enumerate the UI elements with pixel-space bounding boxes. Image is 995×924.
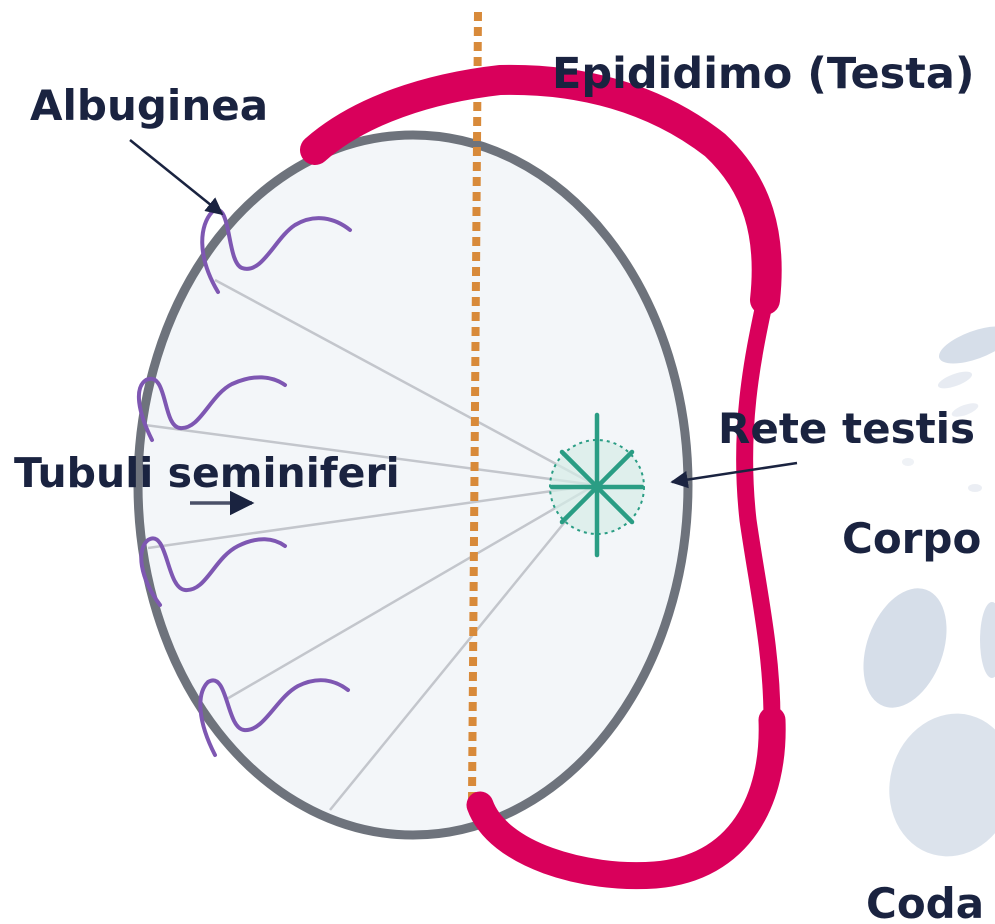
blob-corpo-upper (935, 319, 995, 371)
epididymis-body (745, 300, 772, 720)
background-blobs (848, 319, 995, 871)
blob-small-3 (968, 484, 982, 492)
blob-small-4 (902, 458, 914, 466)
albuginea-arrow (130, 140, 222, 214)
coda-label: Coda (866, 879, 984, 924)
corpo-label: Corpo (842, 514, 981, 563)
tubuli-seminiferi-label: Tubuli seminiferi (14, 449, 400, 497)
blob-corpo-edge (980, 602, 995, 678)
blob-small-1 (936, 368, 974, 392)
blob-coda (873, 699, 995, 870)
rete-testis-label: Rete testis (718, 404, 975, 453)
albuginea-label: Albuginea (30, 81, 268, 130)
blob-corpo-middle (848, 577, 962, 720)
epididimo-testa-label: Epididimo (Testa) (552, 49, 975, 99)
